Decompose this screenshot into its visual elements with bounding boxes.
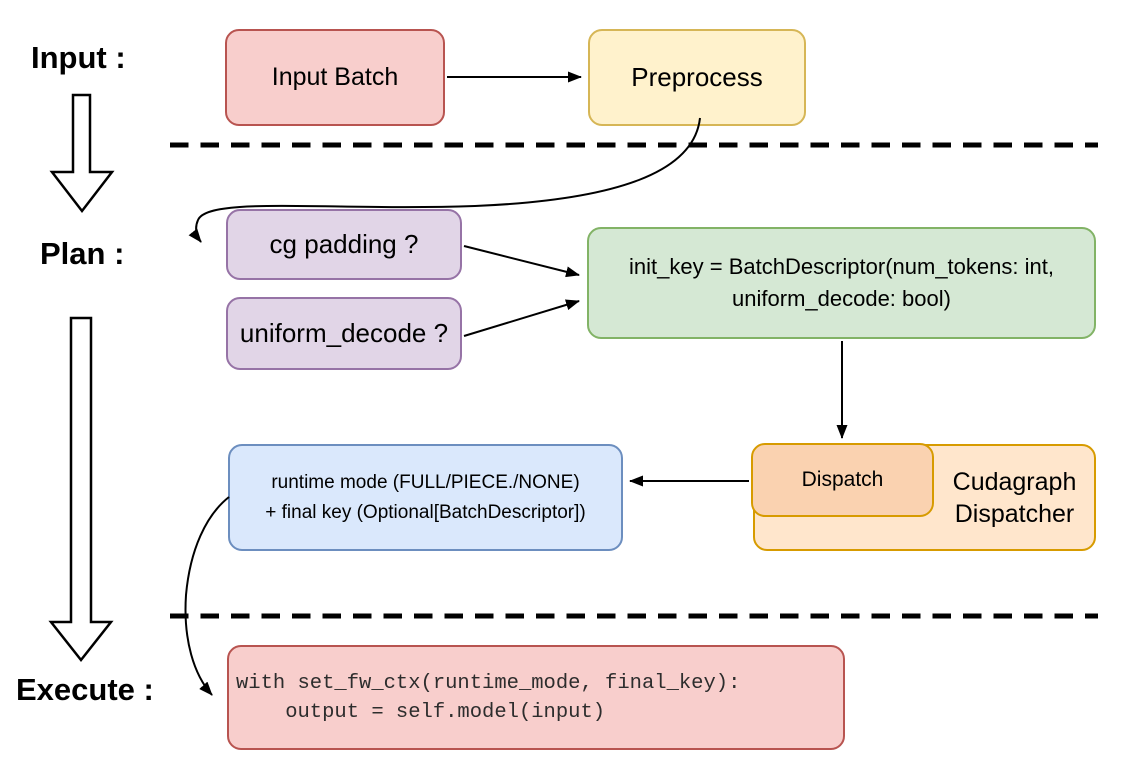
node-uniform-decode-label: uniform_decode ? bbox=[239, 318, 449, 348]
node-cg-padding-label: cg padding ? bbox=[269, 229, 419, 259]
phase-label-input: Input : bbox=[31, 40, 126, 75]
node-preprocess: Preprocess bbox=[588, 29, 806, 126]
node-runtime-mode-line1: runtime mode (FULL/PIECE./NONE) bbox=[271, 471, 580, 493]
node-runtime-mode-line2: + final key (Optional[BatchDescriptor]) bbox=[265, 501, 586, 523]
connector-cgpadding-to-initkey bbox=[463, 245, 580, 278]
node-dispatch-label: Dispatch bbox=[801, 468, 884, 491]
node-execute-code-line2: output = self.model(input) bbox=[236, 700, 606, 724]
node-uniform-decode: uniform_decode ? bbox=[226, 297, 462, 370]
node-init-key: init_key = BatchDescriptor(num_tokens: i… bbox=[587, 227, 1096, 339]
connector-uniformdecode-to-initkey bbox=[463, 299, 580, 337]
node-preprocess-label: Preprocess bbox=[631, 62, 763, 92]
node-dispatch: Dispatch bbox=[751, 443, 934, 517]
node-cudagraph-dispatcher-line2: Dispatcher bbox=[954, 500, 1075, 528]
node-runtime-mode: runtime mode (FULL/PIECE./NONE) + final … bbox=[228, 444, 623, 551]
node-cudagraph-dispatcher-label: Cudagraph Dispatcher bbox=[937, 466, 1092, 530]
node-execute-code-line1: with set_fw_ctx(runtime_mode, final_key)… bbox=[236, 671, 741, 695]
node-input-batch: Input Batch bbox=[225, 29, 445, 126]
phase-label-plan: Plan : bbox=[40, 236, 125, 271]
node-cg-padding: cg padding ? bbox=[226, 209, 462, 280]
input-phase-down-arrow bbox=[49, 93, 115, 214]
node-input-batch-label: Input Batch bbox=[271, 63, 399, 91]
node-execute-code: with set_fw_ctx(runtime_mode, final_key)… bbox=[227, 645, 845, 750]
node-cudagraph-dispatcher-line1: Cudagraph bbox=[952, 468, 1077, 496]
connector-runtimemode-to-executecode bbox=[184, 496, 230, 696]
node-init-key-line2: uniform_decode: bool) bbox=[732, 286, 951, 311]
phase-label-execute: Execute : bbox=[16, 672, 154, 707]
node-init-key-line1: init_key = BatchDescriptor(num_tokens: i… bbox=[629, 254, 1054, 279]
plan-phase-down-arrow bbox=[48, 316, 114, 663]
